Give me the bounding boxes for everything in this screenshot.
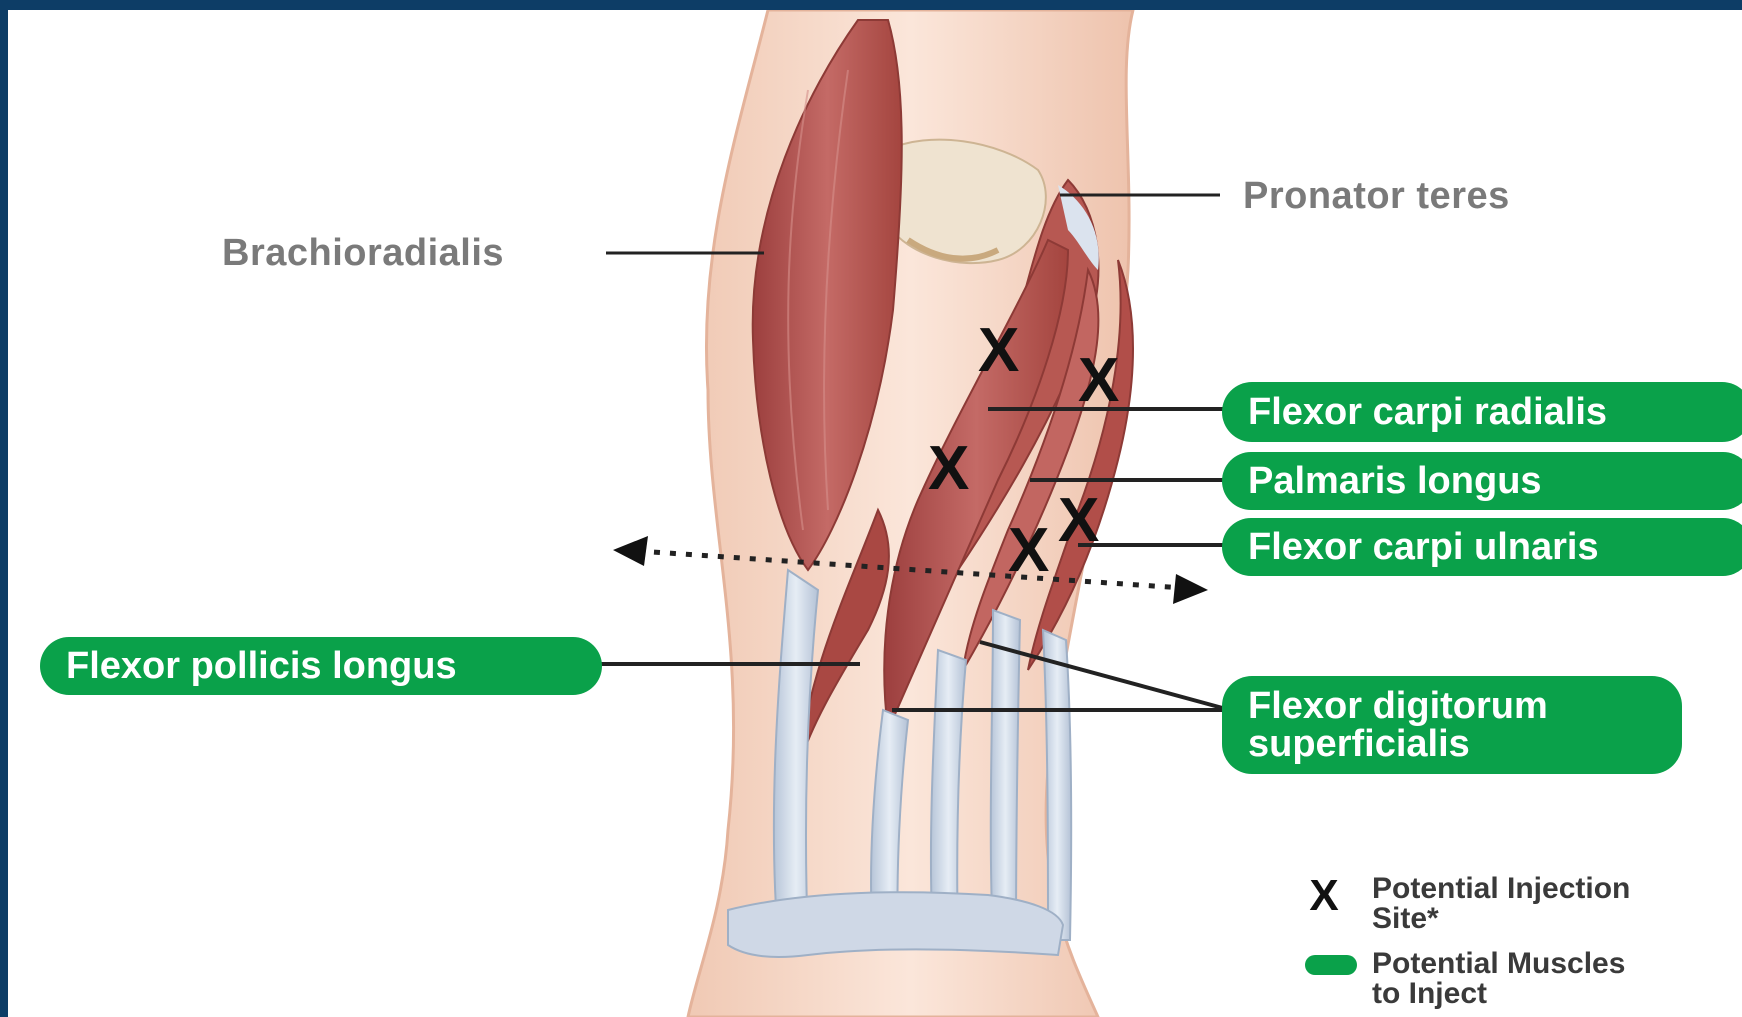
fds-label-line2: superficialis [1248, 725, 1470, 763]
arrow-head-left [613, 536, 648, 566]
diagram-frame: Brachioradialis Pronator teres Flexor ca… [8, 10, 1742, 1017]
legend-injection-line2: Site* [1372, 904, 1630, 934]
injection-mark: X [978, 320, 1019, 382]
pill-flexor-carpi-ulnaris: Flexor carpi ulnaris [1222, 518, 1742, 576]
legend-x-icon: X [1298, 874, 1350, 918]
flexor-retinaculum [728, 892, 1063, 957]
pill-flexor-digitorum-superficialis: Flexor digitorum superficialis [1222, 676, 1682, 774]
label-pronator-teres: Pronator teres [1243, 177, 1510, 215]
legend-green-pill-icon [1298, 949, 1350, 979]
fds-label-line1: Flexor digitorum [1248, 687, 1548, 725]
label-brachioradialis: Brachioradialis [222, 234, 504, 272]
injection-mark: X [1078, 350, 1119, 412]
arrow-head-right [1173, 574, 1208, 604]
legend-muscles-line1: Potential Muscles [1372, 949, 1625, 979]
pill-flexor-pollicis-longus: Flexor pollicis longus [40, 637, 602, 695]
pill-palmaris-longus: Palmaris longus [1222, 452, 1742, 510]
legend-injection-site: X Potential Injection Site* [1298, 874, 1630, 934]
pill-flexor-carpi-radialis: Flexor carpi radialis [1222, 382, 1742, 442]
injection-mark: X [1058, 490, 1099, 552]
injection-mark: X [1008, 520, 1049, 582]
legend-muscles-line2: to Inject [1372, 979, 1625, 1009]
injection-mark: X [928, 438, 969, 500]
forearm-illustration [8, 10, 1742, 1017]
legend-injection-line1: Potential Injection [1372, 874, 1630, 904]
legend-muscles: Potential Muscles to Inject [1298, 949, 1625, 1009]
